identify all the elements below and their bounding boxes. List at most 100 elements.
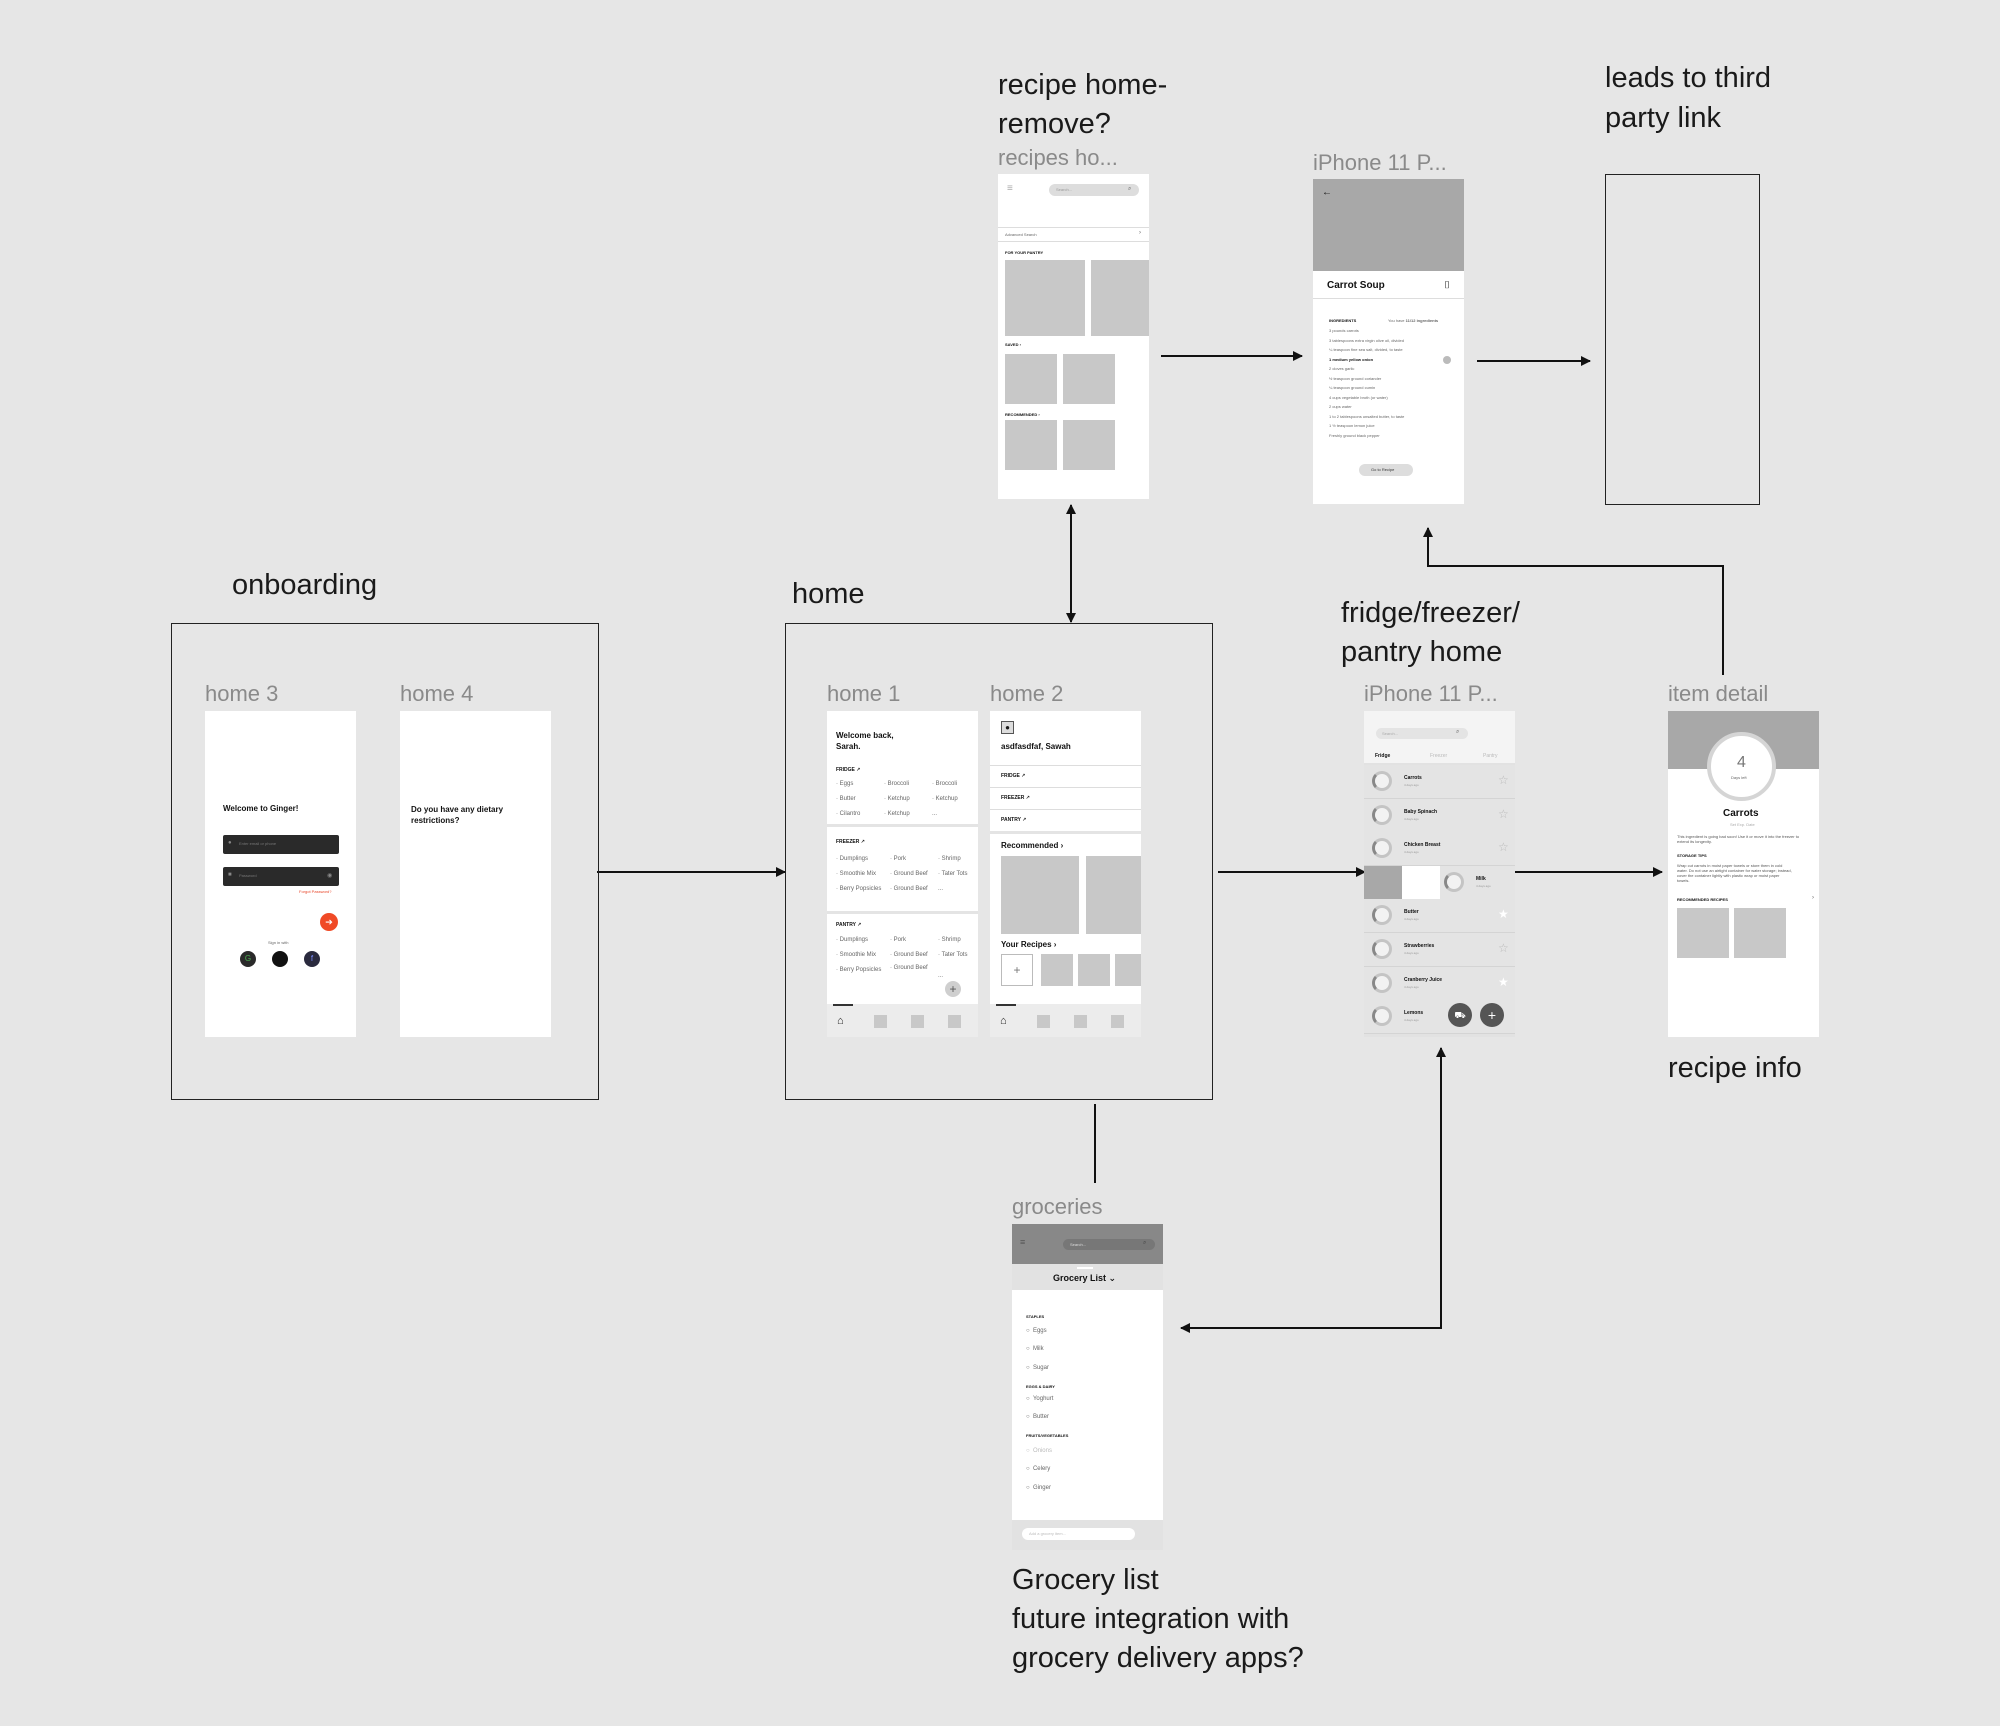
pantry-recipe-card[interactable] [1091, 260, 1149, 336]
storage-tips-heading: STORAGE TIPS [1677, 853, 1707, 858]
saved-heading[interactable]: SAVED › [1005, 342, 1021, 347]
nav-icon[interactable] [948, 1015, 961, 1028]
recipe-card[interactable] [1041, 954, 1073, 986]
checkbox-icon[interactable]: ○ [1026, 1466, 1030, 1472]
next-button[interactable]: ➔ [320, 913, 338, 931]
bookmark-icon[interactable]: ⌷ [1444, 280, 1450, 291]
list-item: · Tater Tots [938, 952, 968, 958]
apple-icon[interactable] [272, 951, 288, 967]
item-added-date: 4 days ago [1404, 984, 1419, 989]
star-icon[interactable]: ☆ [1498, 806, 1509, 821]
saved-recipe-card[interactable] [1005, 354, 1057, 404]
pantry-heading[interactable]: PANTRY ↗ [836, 922, 862, 928]
search-input[interactable]: Search... ⌕ [1063, 1239, 1155, 1250]
add-button[interactable]: + [945, 981, 961, 997]
search-input[interactable]: Search... ⌕ [1049, 184, 1139, 196]
grocery-item[interactable]: ○ Sugar [1026, 1365, 1049, 1371]
search-input[interactable]: Search... ⌕ [1376, 728, 1468, 739]
fridge-link[interactable]: FRIDGE ↗ [1001, 773, 1026, 779]
hamburger-icon[interactable]: ≡ [1020, 1237, 1026, 1247]
recommended-recipe-card[interactable] [1677, 908, 1729, 958]
checkbox-icon[interactable]: ○ [1026, 1448, 1030, 1454]
tab-freezer[interactable]: Freezer [1430, 753, 1448, 759]
star-icon[interactable]: ☆ [1498, 773, 1509, 787]
swipe-edit-action[interactable] [1402, 865, 1440, 899]
tab-pantry[interactable]: Pantry [1483, 753, 1498, 759]
grocery-item[interactable]: ○ Eggs [1026, 1328, 1047, 1334]
tab-fridge[interactable]: Fridge [1375, 753, 1391, 759]
fridge-heading[interactable]: FRIDGE ↗ [836, 767, 861, 773]
checkbox-icon[interactable]: ○ [1026, 1485, 1030, 1491]
nav-icon[interactable] [911, 1015, 924, 1028]
email-field[interactable]: ● Enter email or phone [223, 835, 339, 854]
home-icon[interactable]: ⌂ [1000, 1015, 1007, 1027]
star-icon[interactable]: ★ [1498, 907, 1509, 922]
recipe-card[interactable] [1115, 954, 1141, 986]
facebook-icon[interactable]: f [304, 951, 320, 967]
go-to-recipe-label: Go to Recipe [1371, 467, 1395, 472]
star-icon[interactable]: ☆ [1498, 941, 1509, 955]
grocery-item[interactable]: ○ Milk [1026, 1346, 1044, 1352]
checkbox-icon[interactable]: ○ [1026, 1328, 1030, 1334]
pantry-recipe-card[interactable] [1005, 260, 1085, 336]
advanced-search-link[interactable]: Advanced Search [1005, 232, 1037, 237]
star-icon[interactable]: ☆ [1498, 840, 1509, 855]
hamburger-icon[interactable]: ≡ [1007, 183, 1013, 194]
checkbox-icon[interactable]: ○ [1026, 1346, 1030, 1352]
pantry-link[interactable]: PANTRY ↗ [1001, 817, 1027, 823]
recommended-recipe-card[interactable] [1734, 908, 1786, 958]
grocery-item[interactable]: ○ Butter [1026, 1414, 1049, 1420]
password-field[interactable]: ■ Password ◉ [223, 867, 339, 886]
saved-recipe-card[interactable] [1063, 354, 1115, 404]
star-icon[interactable]: ★ [1498, 974, 1509, 989]
swipe-delete-action[interactable] [1364, 865, 1402, 899]
label-home2: home 2 [990, 681, 1064, 706]
add-grocery-input[interactable]: Add a grocery item... [1022, 1528, 1135, 1540]
grocery-item[interactable]: ○ Ginger [1026, 1485, 1051, 1491]
forgot-password-link[interactable]: Forgot Password? [299, 889, 332, 894]
note-grocery-3: grocery delivery apps? [1012, 1642, 1304, 1674]
freezer-heading[interactable]: FREEZER ↗ [836, 839, 865, 845]
recommended-card[interactable] [1001, 856, 1079, 934]
home-icon[interactable]: ⌂ [837, 1015, 844, 1027]
sheet-handle[interactable] [1077, 1267, 1093, 1269]
checkbox-icon[interactable]: ○ [1026, 1414, 1030, 1420]
cart-button[interactable]: ⛟ [1448, 1003, 1472, 1027]
list-item: · Eggs [836, 781, 854, 787]
back-arrow-icon[interactable]: ← [1322, 187, 1332, 198]
recommended-card[interactable] [1086, 856, 1141, 934]
eye-icon[interactable]: ◉ [327, 873, 333, 879]
your-recipes-heading[interactable]: Your Recipes › [1001, 940, 1057, 949]
chevron-right-icon[interactable]: › [1812, 895, 1814, 901]
recommended-heading[interactable]: RECOMMENDED › [1005, 412, 1040, 417]
go-to-recipe-button[interactable]: Go to Recipe [1359, 464, 1413, 476]
checkbox-icon[interactable]: ○ [1026, 1365, 1030, 1371]
add-item-button[interactable]: + [1480, 1003, 1504, 1027]
nav-icon[interactable] [1111, 1015, 1124, 1028]
add-recipe-button[interactable]: + [1001, 954, 1033, 986]
nav-icon[interactable] [874, 1015, 887, 1028]
avatar[interactable]: ● [1001, 721, 1014, 734]
checkbox-icon[interactable]: ○ [1026, 1396, 1030, 1402]
nav-icon[interactable] [1037, 1015, 1050, 1028]
add-to-grocery-icon[interactable] [1443, 356, 1451, 364]
recommended-recipe-card[interactable] [1005, 420, 1057, 470]
google-icon[interactable]: G [240, 951, 256, 967]
recommended-recipe-card[interactable] [1063, 420, 1115, 470]
nav-icon[interactable] [1074, 1015, 1087, 1028]
grocery-list-title[interactable]: Grocery List ⌄ [1053, 1273, 1117, 1283]
grocery-item[interactable]: ○ Onions [1026, 1448, 1052, 1454]
set-exp-date-link[interactable]: Set Exp. Date [1730, 822, 1755, 827]
recommended-heading[interactable]: Recommended › [1001, 841, 1064, 850]
grocery-item[interactable]: ○ Celery [1026, 1466, 1051, 1472]
freezer-link[interactable]: FREEZER ↗ [1001, 795, 1030, 801]
grocery-item[interactable]: ○ Yoghurt [1026, 1396, 1054, 1402]
recipe-card[interactable] [1078, 954, 1110, 986]
